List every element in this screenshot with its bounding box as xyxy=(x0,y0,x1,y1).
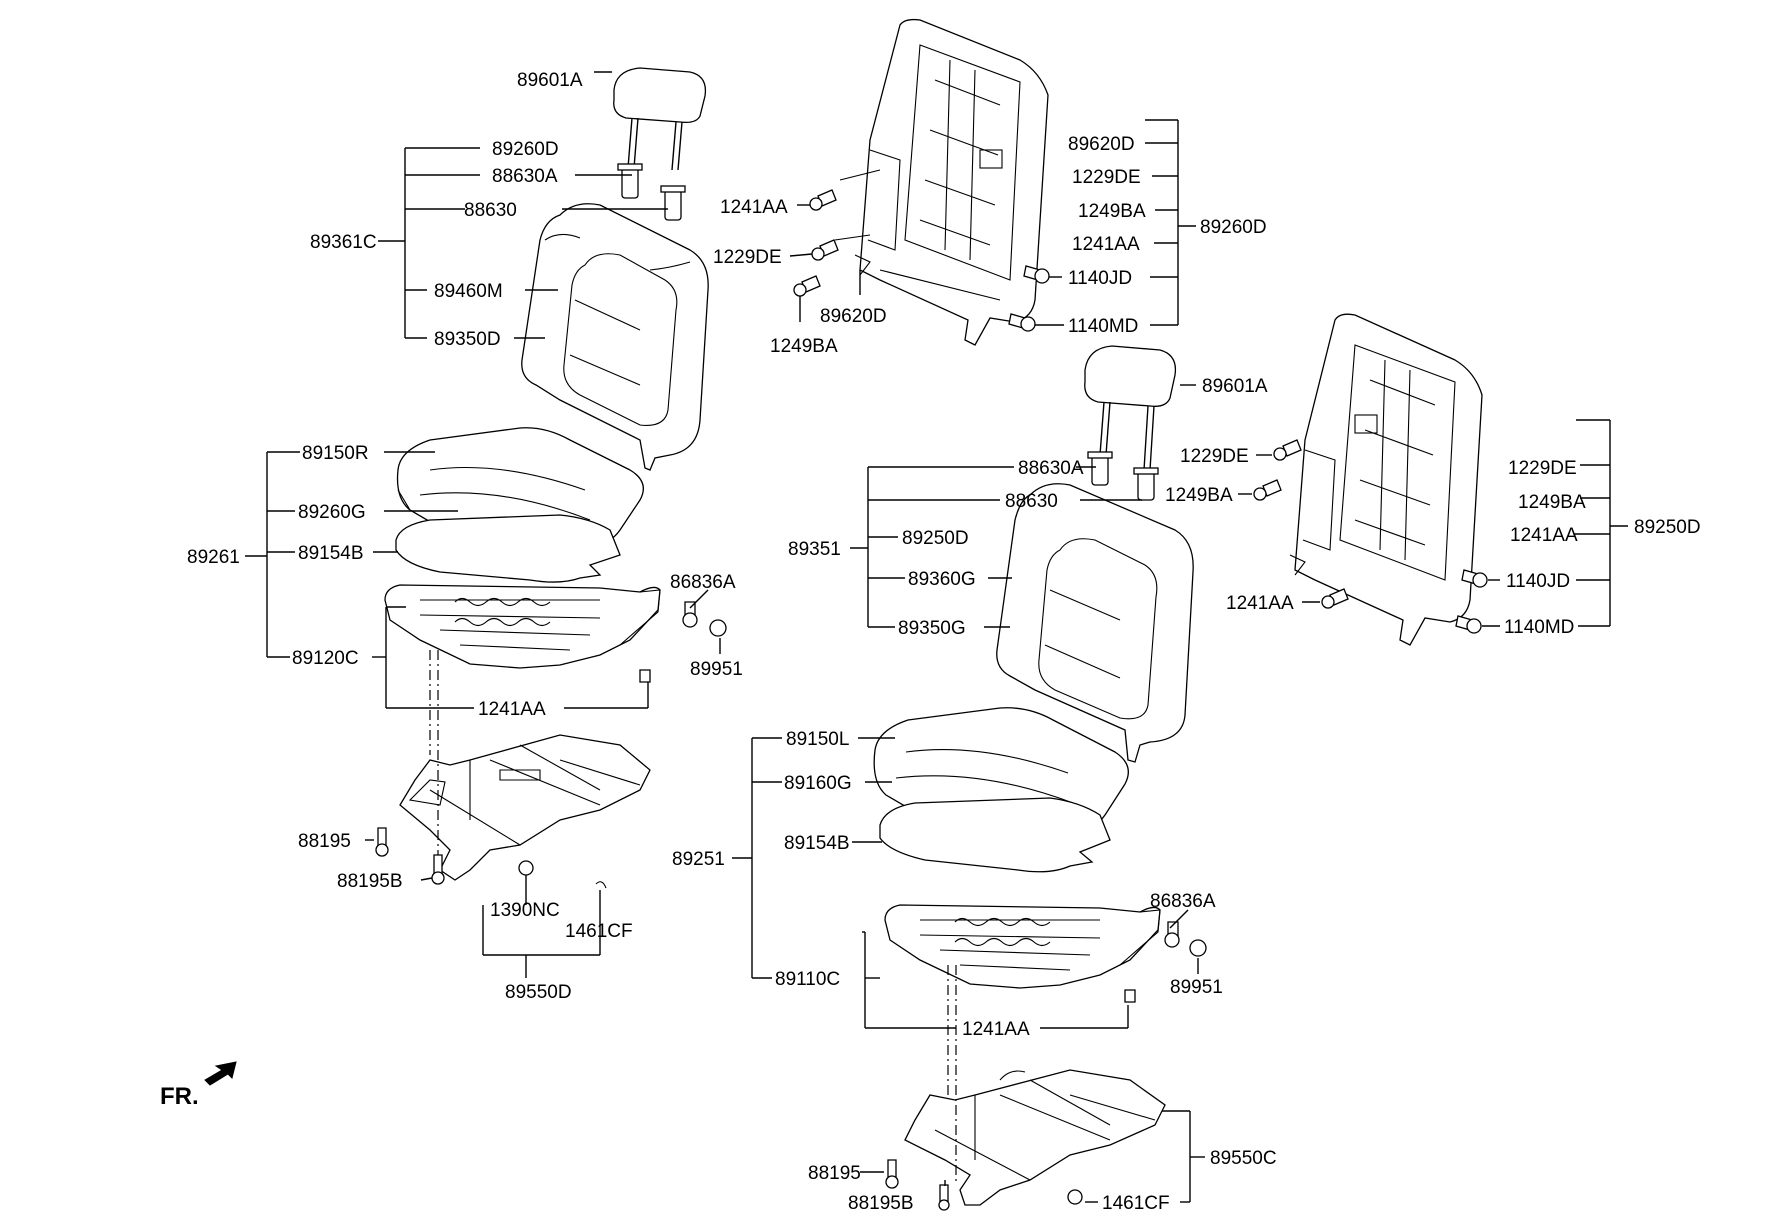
part-label: 1241AA xyxy=(1072,234,1140,255)
middle-cushion-pad xyxy=(879,797,1111,873)
part-label: 88195B xyxy=(848,1193,914,1211)
front-direction-indicator: FR. xyxy=(160,1061,237,1110)
part-label: 1229DE xyxy=(713,247,782,268)
part-label: 1241AA xyxy=(962,1019,1030,1040)
part-label: 1249BA xyxy=(770,336,838,357)
part-label: 1249BA xyxy=(1165,485,1233,506)
part-label: 1249BA xyxy=(1518,492,1586,513)
rear-frame-right xyxy=(1289,313,1483,646)
part-label: 89601A xyxy=(517,70,583,91)
left-headrest xyxy=(613,67,707,171)
part-label: 1241AA xyxy=(478,699,546,720)
part-label: 1249BA xyxy=(1078,201,1146,222)
part-label: 88630 xyxy=(1005,491,1058,512)
part-label: 89350D xyxy=(434,329,501,350)
part-label: 1461CF xyxy=(1102,1193,1170,1211)
part-label: 89460M xyxy=(434,281,503,302)
part-label: 1140JD xyxy=(1068,268,1132,289)
part-label: 89154B xyxy=(784,833,850,854)
middle-headrest xyxy=(1084,345,1177,471)
part-label: 86836A xyxy=(1150,891,1216,912)
part-label: 1140JD xyxy=(1506,571,1570,592)
middle-seat-pan xyxy=(884,904,1161,989)
rear-frame-upper-fasteners xyxy=(793,189,1050,332)
part-label: 89951 xyxy=(1170,977,1223,998)
middle-seat-back xyxy=(996,483,1194,763)
part-label: 88630 xyxy=(464,200,517,221)
part-label: 89550D xyxy=(505,982,572,1003)
part-label: 89360G xyxy=(908,569,976,590)
part-label: 89260D xyxy=(492,139,559,160)
part-label: 89110C xyxy=(775,969,840,990)
middle-seat-track xyxy=(904,1069,1166,1206)
part-label: 89601A xyxy=(1202,376,1268,397)
part-label: 89150L xyxy=(786,729,849,750)
part-label: 88630A xyxy=(492,166,558,187)
part-label: 1140MD xyxy=(1068,316,1138,337)
part-label: 86836A xyxy=(670,572,736,593)
part-label: 1229DE xyxy=(1508,458,1577,479)
part-label: 89350G xyxy=(898,618,966,639)
part-label: 88195 xyxy=(298,831,351,852)
part-label: 1140MD xyxy=(1504,617,1574,638)
part-label: 1461CF xyxy=(565,921,633,942)
middle-fasteners xyxy=(885,921,1207,1211)
left-headrest-guides xyxy=(617,163,686,221)
part-label: 89620D xyxy=(820,306,887,327)
part-label: 1241AA xyxy=(1226,593,1294,614)
left-seat-back xyxy=(521,203,709,471)
part-labels: 89601A 89260D 88630A 88630 89361C 89460M… xyxy=(187,70,1701,1211)
part-label: 1229DE xyxy=(1072,167,1141,188)
part-label: 89361C xyxy=(310,232,377,253)
left-seat-pan xyxy=(384,584,661,669)
part-label: 89620D xyxy=(1068,134,1135,155)
part-label: 89550C xyxy=(1210,1148,1277,1169)
part-label: 89250D xyxy=(1634,517,1701,538)
middle-seat-assembly xyxy=(873,345,1207,1211)
part-label: 89150R xyxy=(302,443,369,464)
part-label: 89261 xyxy=(187,547,240,568)
left-cushion-pad xyxy=(395,514,621,583)
part-label: 1390NC xyxy=(490,900,560,921)
part-label: 88195 xyxy=(808,1163,861,1184)
part-label: 88630A xyxy=(1018,458,1084,479)
part-label: 88195B xyxy=(337,871,403,892)
leader-lines xyxy=(245,71,1628,1203)
part-label: 1241AA xyxy=(1510,525,1578,546)
part-label: 89260G xyxy=(298,502,366,523)
part-label: 89120C xyxy=(292,648,359,669)
part-label: 1241AA xyxy=(720,197,788,218)
part-label: 89160G xyxy=(784,773,852,794)
part-label: 89250D xyxy=(902,528,969,549)
part-label: 89154B xyxy=(298,543,364,564)
left-seat-assembly xyxy=(375,67,727,889)
middle-headrest-guides xyxy=(1087,451,1159,501)
part-label: 89260D xyxy=(1200,217,1267,238)
front-arrow-icon xyxy=(204,1061,237,1086)
left-seat-track xyxy=(399,734,651,881)
rear-frame-upper xyxy=(834,18,1049,346)
part-label: 89951 xyxy=(690,659,743,680)
rear-frame-right-fasteners xyxy=(1253,439,1488,634)
part-label: 1229DE xyxy=(1180,446,1249,467)
front-direction-label: FR. xyxy=(160,1083,199,1110)
part-label: 89351 xyxy=(788,539,841,560)
part-label: 89251 xyxy=(672,849,725,870)
